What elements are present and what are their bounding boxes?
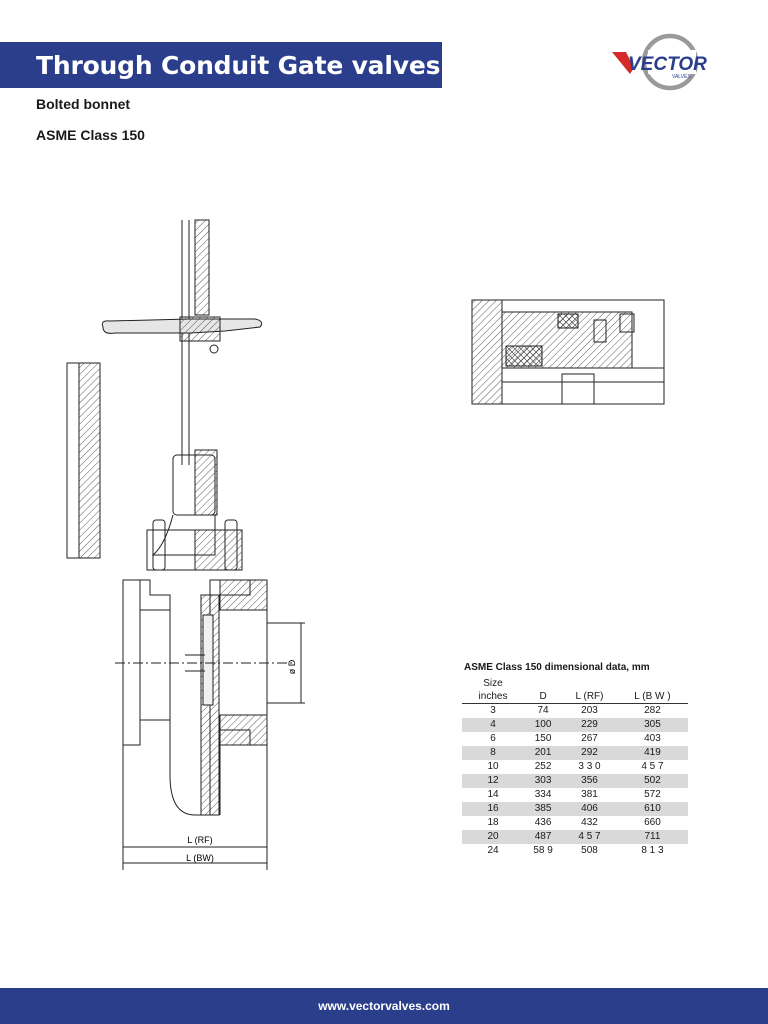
cell-size: 3 [490,705,496,716]
header-bar: Through Conduit Gate valves [0,42,442,88]
cell-d: 436 [534,817,552,828]
valve-cross-section-drawing: ø D L (RF) L (BW) [66,219,305,870]
logo-subtext: VALVES [672,74,691,80]
table-row: 4 100 229 305 [462,718,688,732]
dimensional-data-table-block: ASME Class 150 dimensional data, mm Size… [462,662,692,858]
cell-l-rf: 3 3 0 [578,761,601,772]
cell-l-bw: 711 [644,831,661,842]
cell-d: 303 [534,775,552,786]
header-l-rf: L (RF) [575,691,604,702]
cell-size: 4 [490,719,496,730]
table-row: 8 201 292 419 [462,746,688,760]
table-row: 24 58 9 508 8 1 3 [462,844,688,858]
header-l-bw: L (B W ) [634,691,671,702]
cell-size: 10 [487,761,499,772]
cell-size: 20 [487,831,499,842]
cell-d: 334 [534,789,552,800]
cell-l-rf: 292 [581,747,598,758]
page-title: Through Conduit Gate valves [36,50,441,80]
table-row: 16 385 406 610 [462,802,688,816]
header-d: D [539,691,547,702]
cell-size: 12 [487,775,499,786]
cell-l-rf: 267 [581,733,598,744]
subtitle-class: ASME Class 150 [36,127,145,143]
cell-l-rf: 381 [581,789,598,800]
cell-l-bw: 8 1 3 [641,845,664,856]
table-row: 18 436 432 660 [462,816,688,830]
cell-l-bw: 4 5 7 [641,761,664,772]
cell-size: 6 [490,733,496,744]
table-row: 12 303 356 502 [462,774,688,788]
label-diameter: ø D [287,659,297,674]
logo-text: VECTOR [628,54,707,75]
logo-v-mark [612,52,634,74]
cell-l-bw: 610 [644,803,661,814]
cell-l-rf: 432 [581,817,598,828]
cell-d: 58 9 [533,845,553,856]
table-row: 14 334 381 572 [462,788,688,802]
cell-l-bw: 572 [644,789,661,800]
table-row: 10 252 3 3 0 4 5 7 [462,760,688,774]
cell-d: 150 [534,733,552,744]
cell-d: 74 [537,705,549,716]
table-row: 6 150 267 403 [462,732,688,746]
cell-l-rf: 229 [581,719,598,730]
footer-bar: www.vectorvalves.com [0,988,768,1024]
cell-d: 201 [534,747,552,758]
cell-l-rf: 4 5 7 [578,831,601,842]
cell-d: 252 [534,761,552,772]
cell-l-bw: 419 [644,747,661,758]
table-row: 3 74 203 282 [462,704,688,719]
header-size: Size [483,678,503,689]
cell-l-bw: 403 [644,733,661,744]
cell-size: 18 [487,817,499,828]
table-row: 20 487 4 5 7 711 [462,830,688,844]
cell-size: 24 [487,845,499,856]
cell-l-bw: 502 [644,775,661,786]
table-title: ASME Class 150 dimensional data, mm [464,662,650,673]
cell-size: 14 [487,789,499,800]
cell-l-rf: 356 [581,775,598,786]
cell-size: 16 [487,803,499,814]
footer-website-link[interactable]: www.vectorvalves.com [318,999,450,1013]
label-length-bw: L (BW) [186,853,214,863]
cell-l-rf: 508 [581,845,598,856]
label-length-rf: L (RF) [187,835,212,845]
cell-size: 8 [490,747,496,758]
cell-l-rf: 406 [581,803,598,814]
cell-d: 487 [534,831,552,842]
subtitle-bonnet: Bolted bonnet [36,96,131,112]
cell-d: 385 [534,803,552,814]
cell-l-bw: 282 [644,705,661,716]
cell-l-rf: 203 [581,705,598,716]
cell-l-bw: 305 [644,719,661,730]
cell-l-bw: 660 [644,817,661,828]
vector-logo: VECTOR VALVES [612,33,707,91]
cell-d: 100 [534,719,552,730]
header-inches: inches [478,691,508,702]
seal-detail-drawing [471,299,665,405]
